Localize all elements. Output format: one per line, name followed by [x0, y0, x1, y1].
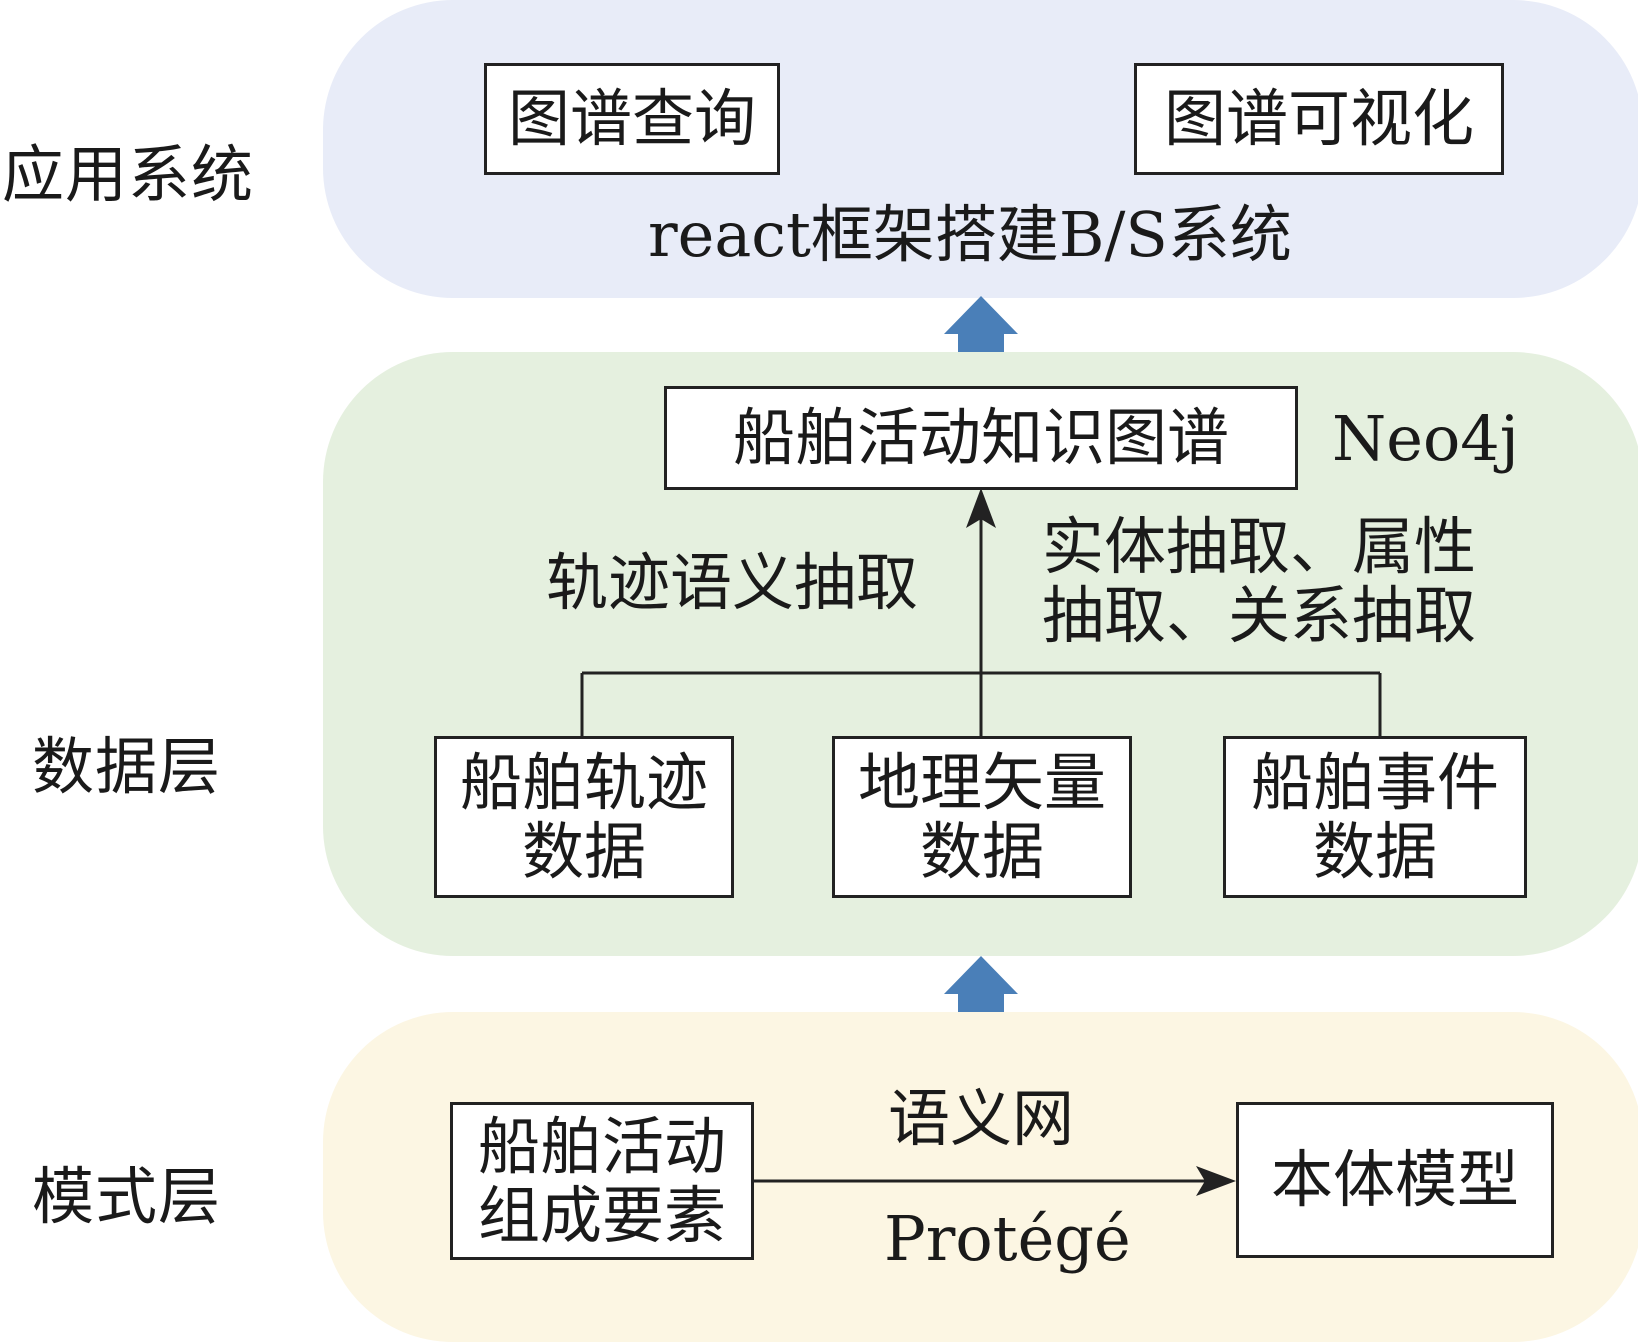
graph-visualization-box: 图谱可视化: [1134, 63, 1504, 175]
application-layer-label: 应用系统: [2, 138, 255, 211]
framework-text: react框架搭建B/S系统: [648, 198, 1292, 271]
protege-label: Protégé: [884, 1202, 1131, 1275]
up-arrow-schema-to-data: [944, 956, 1018, 1012]
kg-arrowhead: [966, 488, 996, 528]
ontology-model-box: 本体模型: [1236, 1102, 1554, 1258]
up-arrow-data-to-application: [944, 296, 1018, 352]
source-box-ship-trajectory: 船舶轨迹 数据: [434, 736, 734, 898]
source-box-ship-event: 船舶事件 数据: [1223, 736, 1527, 898]
schema-layer-label: 模式层: [32, 1160, 222, 1233]
entity-relation-extraction-label: 实体抽取、属性 抽取、关系抽取: [1042, 510, 1477, 653]
trajectory-semantic-extraction-label: 轨迹语义抽取: [546, 546, 919, 619]
semantic-web-label: 语义网: [888, 1082, 1075, 1155]
data-layer-label: 数据层: [32, 730, 222, 803]
graph-query-box: 图谱查询: [484, 63, 780, 175]
ontology-arrowhead: [1196, 1166, 1236, 1196]
source-box-geo-vector: 地理矢量 数据: [832, 736, 1132, 898]
neo4j-label: Neo4j: [1332, 402, 1519, 475]
activity-elements-box: 船舶活动 组成要素: [450, 1102, 754, 1260]
knowledge-graph-box: 船舶活动知识图谱: [664, 386, 1298, 490]
